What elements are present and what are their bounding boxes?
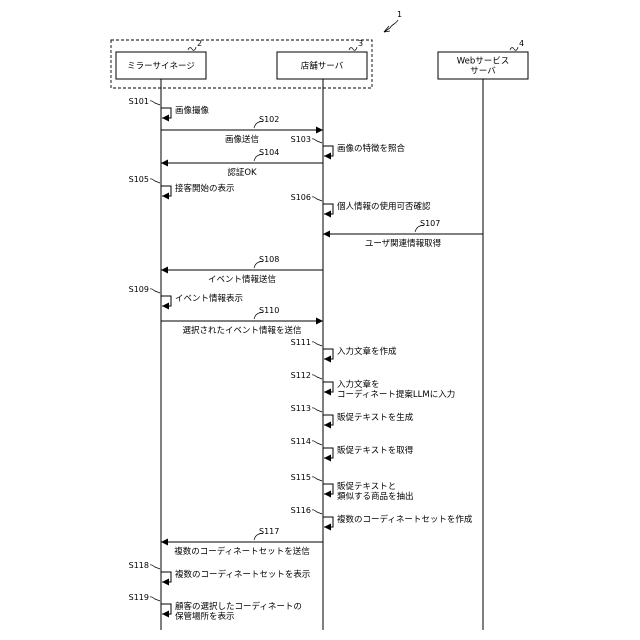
self-arrow-s113 <box>323 415 333 425</box>
entity-ref-web: 4 <box>519 39 524 48</box>
step-s119: S119 顧客の選択したコーディネートの保管場所を表示 <box>129 593 302 622</box>
entity-ref-leader-web <box>510 47 518 50</box>
step-id-s110: S110 <box>259 306 279 315</box>
self-arrow-s109 <box>161 296 171 306</box>
step-id-s114: S114 <box>291 437 311 446</box>
step-s113: S113 販促テキストを生成 <box>291 404 414 425</box>
step-s114: S114 販促テキストを取得 <box>291 437 414 458</box>
step-id-s101: S101 <box>129 97 149 106</box>
step-leader-s113 <box>312 408 322 412</box>
entity-label-store: 店舗サーバ <box>301 61 344 72</box>
entity-ref-leader-store <box>349 47 357 50</box>
step-label-s119: 顧客の選択したコーディネートの <box>175 601 302 612</box>
step-id-s111: S111 <box>291 338 311 347</box>
step-id-s119: S119 <box>129 593 149 602</box>
step-leader-s114 <box>312 441 322 445</box>
step-label-s103: 画像の特徴を照合 <box>337 143 406 154</box>
step-id-s118: S118 <box>129 561 149 570</box>
step-leader-s112 <box>312 375 322 379</box>
step-s112: S112 入力文章をコーディネート提案LLMに入力 <box>291 371 456 400</box>
step-label-s116: 複数のコーディネートセットを作成 <box>337 514 473 525</box>
step-leader-s116 <box>312 510 322 514</box>
step-label-s115: 販促テキストと <box>337 481 396 492</box>
self-arrow-s118 <box>161 572 171 582</box>
step-s106: S106 個人情報の使用可否確認 <box>291 193 431 214</box>
step-leader-s118 <box>150 565 160 569</box>
step-leader-s106 <box>312 197 322 201</box>
step-label-s113: 販促テキストを生成 <box>337 412 414 423</box>
step-s111: S111 入力文章を作成 <box>291 338 397 359</box>
step-id-s105: S105 <box>129 175 149 184</box>
step-label-s119: 保管場所を表示 <box>175 611 235 622</box>
step-s108: S108 イベント情報送信 <box>161 255 323 285</box>
self-arrow-s103 <box>323 146 333 156</box>
step-id-s103: S103 <box>291 135 311 144</box>
self-arrow-s101 <box>161 108 171 118</box>
step-id-s106: S106 <box>291 193 311 202</box>
step-label-s106: 個人情報の使用可否確認 <box>337 201 431 212</box>
step-s117: S117 複数のコーディネートセットを送信 <box>161 527 323 557</box>
step-label-s102: 画像送信 <box>225 134 260 145</box>
step-s103: S103 画像の特徴を照合 <box>291 135 406 156</box>
step-leader-s101 <box>150 101 160 105</box>
self-arrow-s115 <box>323 484 333 494</box>
step-s107: S107 ユーザ関連情報取得 <box>323 219 483 249</box>
step-s105: S105 接客開始の表示 <box>129 175 235 196</box>
step-label-s112: 入力文章を <box>337 379 380 390</box>
step-leader-s115 <box>312 477 322 481</box>
entity-ref-store: 3 <box>358 39 363 48</box>
step-id-s107: S107 <box>420 219 440 228</box>
step-leader-s103 <box>312 139 322 143</box>
step-label-s115: 類似する商品を抽出 <box>337 491 414 502</box>
step-s115: S115 販促テキストと類似する商品を抽出 <box>291 473 414 502</box>
step-label-s104: 認証OK <box>227 167 257 178</box>
step-label-s117: 複数のコーディネートセットを送信 <box>174 546 310 557</box>
self-arrow-s114 <box>323 448 333 458</box>
step-label-s118: 複数のコーディネートセットを表示 <box>175 569 310 580</box>
step-leader-s109 <box>150 289 160 293</box>
step-s116: S116 複数のコーディネートセットを作成 <box>291 506 473 527</box>
step-id-s116: S116 <box>291 506 311 515</box>
step-id-s102: S102 <box>259 115 279 124</box>
entity-label-web: Webサービス <box>457 57 510 67</box>
step-id-s112: S112 <box>291 371 311 380</box>
entity-label-web: サーバ <box>470 67 496 77</box>
entity-label-signage: ミラーサイネージ <box>127 62 195 72</box>
step-s109: S109 イベント情報表示 <box>129 285 243 306</box>
system-ref-leader <box>384 20 398 32</box>
step-label-s112: コーディネート提案LLMに入力 <box>337 389 455 400</box>
step-label-s107: ユーザ関連情報取得 <box>365 238 442 249</box>
self-arrow-s112 <box>323 382 333 392</box>
step-id-s115: S115 <box>291 473 311 482</box>
step-label-s101: 画像撮像 <box>175 105 210 116</box>
step-s118: S118 複数のコーディネートセットを表示 <box>129 561 311 582</box>
step-s110: S110 選択されたイベント情報を送信 <box>161 306 323 336</box>
step-label-s108: イベント情報送信 <box>208 274 277 285</box>
self-arrow-s105 <box>161 186 171 196</box>
step-leader-s119 <box>150 597 160 601</box>
step-s104: S104 認証OK <box>161 148 323 178</box>
entity-ref-signage: 2 <box>197 39 202 48</box>
entity-ref-leader-signage <box>188 47 196 50</box>
step-label-s110: 選択されたイベント情報を送信 <box>182 325 302 336</box>
step-id-s113: S113 <box>291 404 311 413</box>
step-id-s117: S117 <box>259 527 279 536</box>
self-arrow-s106 <box>323 204 333 214</box>
step-id-s104: S104 <box>259 148 279 157</box>
step-leader-s111 <box>312 342 322 346</box>
step-s101: S101 画像撮像 <box>129 97 210 118</box>
step-label-s114: 販促テキストを取得 <box>337 445 414 456</box>
self-arrow-s116 <box>323 517 333 527</box>
step-label-s105: 接客開始の表示 <box>175 183 235 194</box>
step-id-s108: S108 <box>259 255 279 264</box>
system-ref-label: 1 <box>397 10 402 19</box>
step-leader-s105 <box>150 179 160 183</box>
step-id-s109: S109 <box>129 285 149 294</box>
self-arrow-s111 <box>323 349 333 359</box>
step-label-s111: 入力文章を作成 <box>337 346 397 357</box>
step-label-s109: イベント情報表示 <box>175 293 243 304</box>
self-arrow-s119 <box>161 604 171 614</box>
